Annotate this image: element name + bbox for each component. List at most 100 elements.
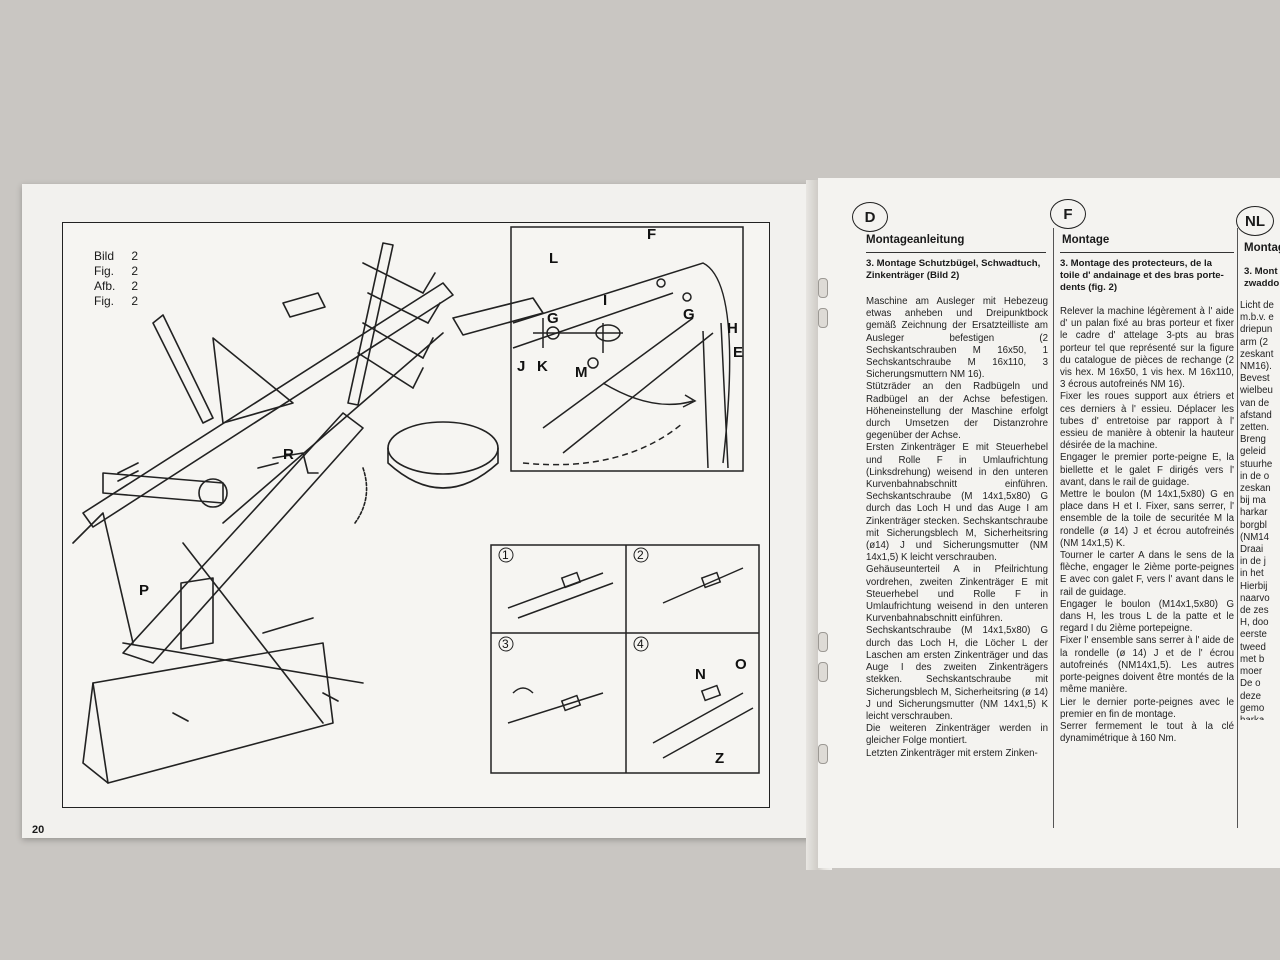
- binding-hole: [818, 308, 828, 328]
- column-divider: [1237, 228, 1238, 828]
- dutch-line: (NM14: [1240, 531, 1270, 543]
- french-paragraph: Serrer fermement le tout à la clé dynami…: [1060, 720, 1234, 745]
- column-divider: [1053, 228, 1054, 828]
- right-page: [818, 178, 1280, 868]
- german-paragraph: Stützräder an den Radbügeln und Radbügel…: [866, 381, 1048, 442]
- dutch-line: Draai: [1240, 544, 1264, 556]
- german-paragraph: Ersten Zinkenträger E mit Steuerhebel un…: [866, 442, 1048, 564]
- step-number-1: 1: [502, 548, 509, 562]
- language-badge-de: D: [852, 202, 888, 232]
- dutch-line: in de j: [1240, 556, 1266, 568]
- dutch-line: Hierbij: [1240, 580, 1268, 592]
- dutch-subtitle: 3. Mont zwaddo: [1244, 266, 1280, 290]
- callout-G2: G: [683, 306, 695, 323]
- callout-I: I: [603, 292, 607, 309]
- french-paragraph: Fixer l' ensemble sans serrer à l' aide …: [1060, 635, 1234, 696]
- binding-hole: [818, 632, 828, 652]
- dutch-line: Breng: [1240, 434, 1266, 446]
- step-number-2: 2: [637, 548, 644, 562]
- dutch-line: naarvo: [1240, 592, 1270, 604]
- callout-P: P: [139, 582, 149, 599]
- dutch-line: arm (2: [1240, 336, 1268, 348]
- german-body: Maschine am Ausleger mit Hebezeug etwas …: [866, 296, 1048, 760]
- caption-number: 2: [131, 249, 138, 263]
- dutch-line: tweed: [1240, 641, 1266, 653]
- callout-H: H: [727, 320, 738, 337]
- french-paragraph: Relever la machine légèrement à l' aide …: [1060, 306, 1234, 391]
- dutch-line: H, doo: [1240, 617, 1269, 629]
- dutch-title: Montag: [1244, 242, 1280, 254]
- callout-G: G: [547, 310, 559, 327]
- dutch-line: afstand: [1240, 409, 1272, 421]
- dutch-line: harkar: [1240, 507, 1268, 519]
- caption-label: Fig.: [94, 294, 115, 308]
- caption-number: 2: [131, 294, 138, 308]
- dutch-line: harka: [1240, 715, 1280, 720]
- caption-number: 2: [131, 279, 138, 293]
- dutch-line: driepun: [1240, 324, 1273, 336]
- caption-number: 2: [131, 264, 138, 278]
- dutch-subtitle-line: 3. Mont: [1244, 266, 1278, 277]
- dutch-line: van de: [1240, 397, 1270, 409]
- dutch-line: stuurhe: [1240, 458, 1273, 470]
- callout-Z: Z: [715, 750, 724, 767]
- assembly-illustration: P R L F G I H G E M J K N O Z 1 2 3 4: [72, 226, 760, 784]
- dutch-line: bij ma: [1240, 495, 1266, 507]
- german-paragraph: Letzten Zinkenträger mit erstem Zinken-: [866, 747, 1038, 759]
- german-paragraph: Maschine am Ausleger mit Hebezeug etwas …: [866, 296, 1048, 381]
- step-number-3: 3: [502, 637, 509, 651]
- callout-R: R: [283, 446, 294, 463]
- dutch-line: in de o: [1240, 470, 1270, 482]
- french-paragraph: Fixer les roues support aux étriers et c…: [1060, 391, 1234, 452]
- dutch-line: zetten.: [1240, 422, 1270, 434]
- callout-L: L: [549, 250, 558, 267]
- dutch-line: de zes: [1240, 605, 1269, 617]
- dutch-line: met b: [1240, 653, 1265, 665]
- french-paragraph: Lier le dernier porte-peignes avec le pr…: [1060, 696, 1234, 720]
- german-paragraph: Sechskantschraube (M 14x1,5x80) G durch …: [866, 625, 1048, 722]
- callout-M: M: [575, 364, 588, 381]
- dutch-line: eerste: [1240, 629, 1267, 641]
- language-badge-fr: F: [1050, 199, 1086, 229]
- german-paragraph: Die weiteren Zinkenträger werden in glei…: [866, 723, 1048, 747]
- dutch-line: deze: [1240, 690, 1262, 702]
- german-title: Montageanleitung: [866, 234, 965, 246]
- callout-O: O: [735, 656, 747, 673]
- step-number-4: 4: [637, 637, 644, 651]
- caption-label: Fig.: [94, 264, 115, 278]
- figure-caption: Bild 2 Fig. 2 Afb. 2 Fig. 2: [94, 249, 138, 309]
- dutch-line: in het: [1240, 568, 1264, 580]
- callout-N: N: [695, 666, 706, 683]
- caption-label: Bild: [94, 249, 115, 263]
- french-title-rule: [1060, 252, 1234, 253]
- binding-hole: [818, 744, 828, 764]
- dutch-line: borgbl: [1240, 519, 1267, 531]
- french-body: Relever la machine légèrement à l' aide …: [1060, 306, 1234, 745]
- french-paragraph: Engager le boulon (M14x1,5x80) G dans H,…: [1060, 598, 1234, 635]
- french-paragraph: Tourner le carter A dans le sens de la f…: [1060, 550, 1234, 598]
- figure-frame: P R L F G I H G E M J K N O Z 1 2 3 4: [62, 222, 770, 808]
- callout-F: F: [647, 226, 656, 243]
- dutch-line: gemo: [1240, 702, 1265, 714]
- dutch-line: m.b.v. e: [1240, 312, 1274, 324]
- callout-K: K: [537, 358, 548, 375]
- dutch-subtitle-line: zwaddo: [1244, 278, 1280, 289]
- dutch-line: Bevest: [1240, 373, 1270, 385]
- binding-hole: [818, 278, 828, 298]
- french-subtitle: 3. Montage des protecteurs, de la toile …: [1060, 258, 1224, 293]
- dutch-line: zeskant: [1240, 348, 1274, 360]
- dutch-line: wielbeu: [1240, 385, 1273, 397]
- dutch-line: zeskan: [1240, 483, 1271, 495]
- french-paragraph: Engager le premier porte-peigne E, la bi…: [1060, 452, 1234, 488]
- caption-label: Afb.: [94, 279, 116, 293]
- french-paragraph: Mettre le boulon (M 14x1,5x80) G en plac…: [1060, 489, 1234, 549]
- page-number: 20: [32, 824, 45, 836]
- german-paragraph: Gehäuseunterteil A in Pfeilrichtung vord…: [866, 564, 1048, 625]
- french-title: Montage: [1062, 234, 1110, 246]
- dutch-line: geleid: [1240, 446, 1266, 458]
- callout-J: J: [517, 358, 525, 375]
- dutch-line: moer: [1240, 666, 1263, 678]
- german-subtitle: 3. Montage Schutzbügel, Schwadtuch, Zink…: [866, 258, 1041, 281]
- callout-E: E: [733, 344, 743, 361]
